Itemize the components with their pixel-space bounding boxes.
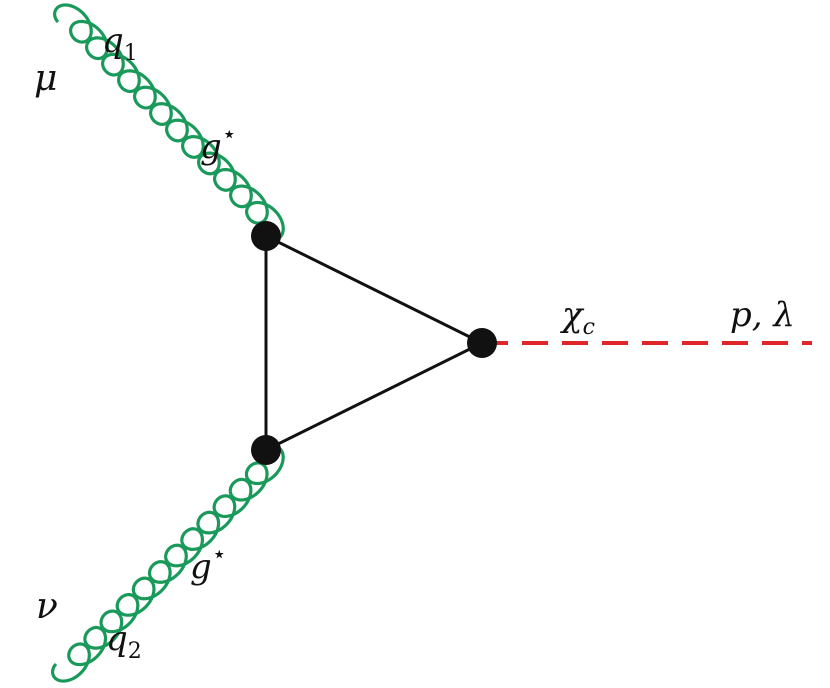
vertex-top bbox=[251, 221, 281, 251]
vertex-right bbox=[467, 328, 497, 358]
gluon-line-bottom bbox=[50, 444, 285, 683]
gluon-line-top bbox=[53, 3, 285, 242]
vertex-bottom bbox=[251, 435, 281, 465]
label-mu: μ bbox=[34, 58, 57, 99]
label-q1: q1 bbox=[102, 21, 138, 66]
label-q2: q2 bbox=[106, 619, 142, 664]
quark-loop-triangle bbox=[264, 233, 486, 453]
label-p-lambda: p, λ bbox=[730, 295, 795, 335]
label-gstar-top: g⋆ bbox=[200, 120, 237, 167]
label-nu: ν bbox=[36, 586, 58, 627]
label-chi-c: χc bbox=[560, 295, 595, 340]
label-gstar-bottom: g⋆ bbox=[190, 540, 227, 587]
